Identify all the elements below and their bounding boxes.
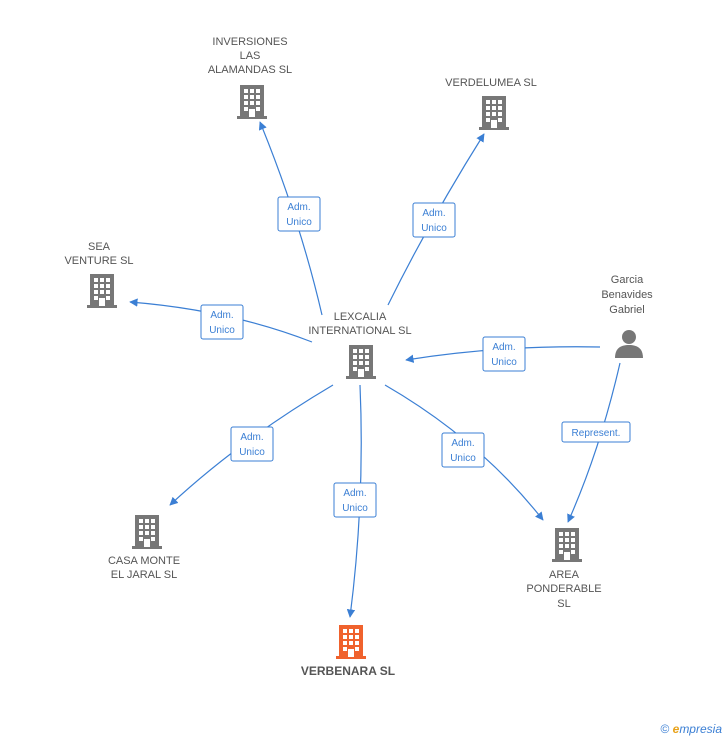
- node-label-line: Garcia: [611, 274, 644, 286]
- edge-label-line: Adm.: [210, 310, 233, 321]
- edge-label-2: Adm. Unico: [200, 304, 244, 340]
- edge-label-line: Unico: [450, 453, 476, 464]
- node-label-line: CASA MONTE: [108, 555, 180, 567]
- brand-name: mpresia: [679, 722, 722, 736]
- edge-label-4: Adm. Unico: [230, 426, 274, 462]
- edges-layer: [129, 121, 621, 618]
- node-verbenara[interactable]: VERBENARA SL: [301, 625, 395, 678]
- edge-label-line: Adm.: [422, 208, 445, 219]
- edge-label-0: Adm. Unico: [277, 196, 321, 232]
- edge-label-5: Adm. Unico: [333, 482, 377, 518]
- edge-label-line: Unico: [286, 217, 312, 228]
- building-icon: [346, 345, 376, 379]
- node-area[interactable]: AREA PONDERABLE SL: [526, 528, 602, 610]
- node-label-line: AREA: [549, 569, 580, 581]
- edge-label-3: Adm. Unico: [482, 336, 526, 372]
- edge-label-6: Adm. Unico: [441, 432, 485, 468]
- edge-label-7: Represent.: [561, 421, 631, 443]
- node-label-line: SEA: [88, 241, 111, 253]
- node-lexcalia[interactable]: LEXCALIA INTERNATIONAL SL: [308, 311, 412, 379]
- node-inversiones[interactable]: INVERSIONES LAS ALAMANDAS SL: [208, 36, 292, 119]
- node-verdelumea[interactable]: VERDELUMEA SL: [445, 77, 537, 130]
- copyright-icon: ©: [660, 722, 670, 736]
- edge-label-line: Adm.: [451, 438, 474, 449]
- node-label-line: VERBENARA SL: [301, 664, 395, 678]
- edge-label-line: Unico: [239, 447, 265, 458]
- building-icon: [336, 625, 366, 659]
- building-icon: [552, 528, 582, 562]
- node-label-line: INVERSIONES: [212, 36, 287, 48]
- node-garcia[interactable]: Garcia Benavides Gabriel: [601, 274, 653, 358]
- footer-brand: © empresia: [660, 722, 722, 736]
- edge-label-line: Adm.: [240, 432, 263, 443]
- edge-label-line: Unico: [421, 223, 447, 234]
- edge-label-line: Unico: [342, 503, 368, 514]
- node-sea[interactable]: SEA VENTURE SL: [64, 241, 134, 308]
- edge-label-line: Unico: [491, 357, 517, 368]
- edge-label-1: Adm. Unico: [412, 202, 456, 238]
- node-label-line: VENTURE SL: [64, 255, 133, 267]
- edge-garcia-area: [567, 362, 621, 523]
- building-icon: [479, 96, 509, 130]
- node-casa[interactable]: CASA MONTE EL JARAL SL: [108, 515, 180, 581]
- edge-label-line: Unico: [209, 325, 235, 336]
- brand-logo-letter: e: [672, 722, 680, 736]
- edge-label-line: Adm.: [492, 342, 515, 353]
- edge-label-line: Adm.: [343, 488, 366, 499]
- node-label-line: Gabriel: [609, 304, 644, 316]
- node-label-line: LAS: [240, 50, 261, 62]
- node-label-line: INTERNATIONAL SL: [308, 325, 411, 337]
- node-label-line: ALAMANDAS SL: [208, 64, 292, 76]
- node-label-line: PONDERABLE: [526, 583, 601, 595]
- node-label-line: VERDELUMEA SL: [445, 77, 537, 89]
- edge-label-line: Represent.: [572, 428, 621, 439]
- node-label-line: Benavides: [601, 289, 653, 301]
- person-icon: [615, 330, 643, 358]
- building-icon: [237, 85, 267, 119]
- building-icon: [132, 515, 162, 549]
- node-label-line: EL JARAL SL: [111, 569, 177, 581]
- node-label-line: LEXCALIA: [334, 311, 387, 323]
- edge-label-line: Adm.: [287, 202, 310, 213]
- node-label-line: SL: [557, 598, 570, 610]
- building-icon: [87, 274, 117, 308]
